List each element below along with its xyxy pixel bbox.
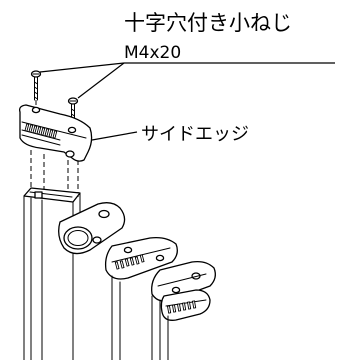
screw-size-label: M4x20 (124, 43, 181, 63)
connector-clamp (58, 202, 126, 255)
screw-name-label: 十字穴付き小ねじ (124, 11, 292, 35)
screw-right (67, 97, 79, 128)
side-edge-leader (91, 131, 138, 141)
aluminum-profile (23, 187, 81, 360)
side-edge-top (18, 104, 93, 162)
side-edge-mounted-2 (151, 260, 216, 302)
side-edge-mounted-3 (160, 289, 211, 321)
screw-leader-lines (39, 62, 335, 99)
side-edge-mounted-1 (104, 236, 178, 280)
vertical-rails (111, 275, 169, 360)
screw-left (30, 70, 42, 101)
side-edge-label: サイドエッジ (141, 124, 249, 145)
